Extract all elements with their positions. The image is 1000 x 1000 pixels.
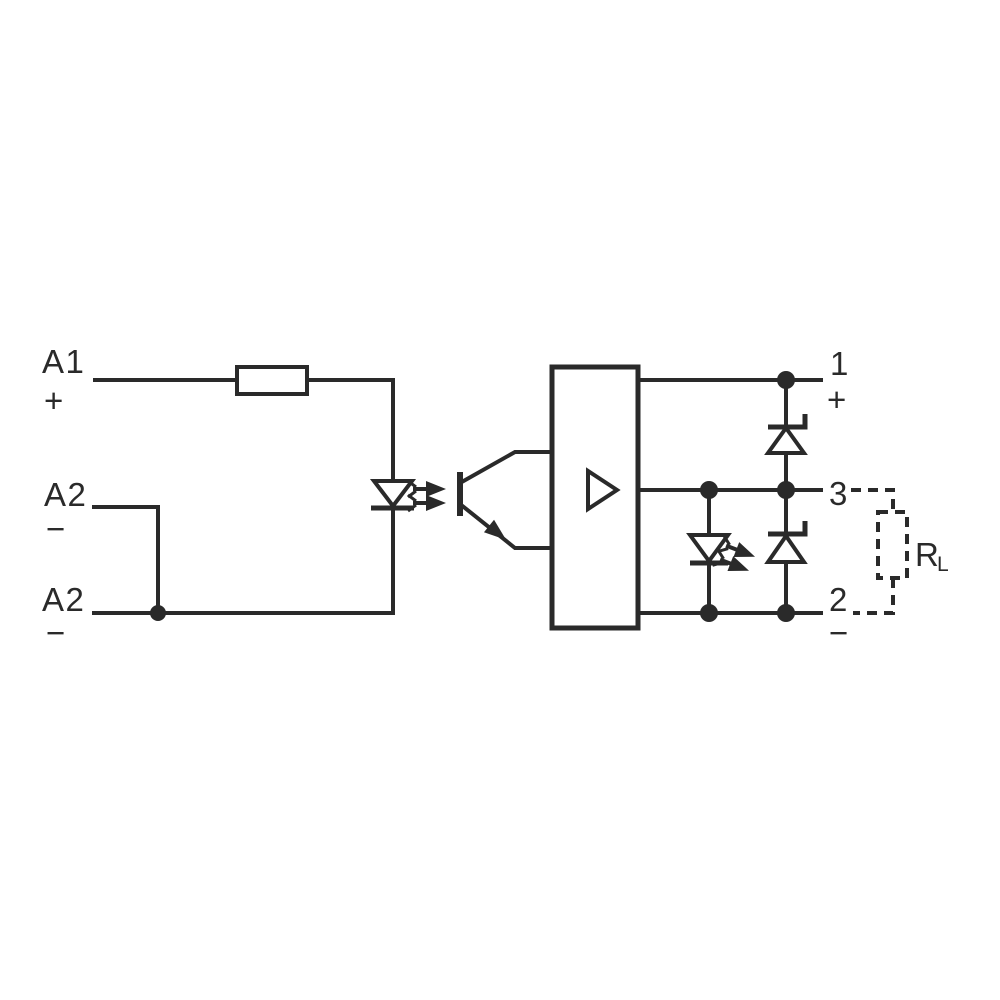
terminal-a1-label: A1: [42, 343, 85, 380]
terminal-3-label: 3: [829, 475, 849, 512]
input-led-triangle: [369, 479, 417, 510]
terminal-1-polarity: +: [827, 381, 848, 418]
junction-dot: [700, 481, 718, 499]
light-arrow-icon: [712, 549, 750, 572]
load-resistor-subscript: L: [937, 553, 949, 576]
junction-dot: [150, 605, 166, 621]
wire-a2-middle: [92, 505, 160, 613]
terminal-2-label: 2: [829, 581, 849, 618]
terminal-a2-mid-polarity: −: [46, 510, 67, 547]
phototransistor-emitter: [458, 502, 553, 550]
terminal-a1-polarity: +: [44, 382, 65, 419]
driver-block: [549, 364, 641, 631]
dashed-wire-bottom: [853, 578, 895, 615]
output-section: 1 + 3 2 −: [638, 345, 850, 651]
load-circuit: R L: [851, 488, 949, 615]
zener-triangle: [764, 532, 808, 564]
input-led: [369, 479, 417, 511]
zener-triangle: [764, 424, 808, 455]
terminal-2-polarity: −: [829, 614, 850, 651]
optocoupler: [407, 364, 641, 631]
junction-dot: [700, 604, 718, 622]
phototransistor: [457, 450, 553, 550]
junction-dot: [777, 481, 795, 499]
terminal-a2-mid-label: A2: [44, 476, 87, 513]
junction-dot: [777, 604, 795, 622]
load-resistor: [876, 510, 909, 580]
zener-diode-bottom: [764, 490, 808, 613]
input-section: A1 + A2 − A2 −: [42, 343, 417, 651]
terminal-a2-bottom-label: A2: [42, 581, 85, 618]
status-led: [686, 490, 756, 613]
wire-a1-to-led: [307, 378, 395, 483]
series-resistor: [235, 365, 309, 396]
zener-cathode-bar: [768, 521, 808, 537]
amplifier-triangle-icon: [586, 467, 621, 513]
emitter-arrow-icon: [483, 519, 507, 540]
dashed-wire-top: [851, 488, 895, 512]
light-arrow-icon: [407, 493, 446, 513]
status-led-triangle: [686, 533, 732, 565]
zener-cathode-bar: [768, 414, 808, 430]
terminal-a2-bottom-polarity: −: [46, 614, 67, 651]
load-resistor-label: R: [915, 536, 940, 573]
junction-dot: [777, 371, 795, 389]
light-arrow-icon: [407, 479, 446, 499]
phototransistor-collector: [459, 450, 553, 485]
zener-diode-top: [764, 380, 808, 490]
terminal-1-label: 1: [830, 345, 850, 382]
